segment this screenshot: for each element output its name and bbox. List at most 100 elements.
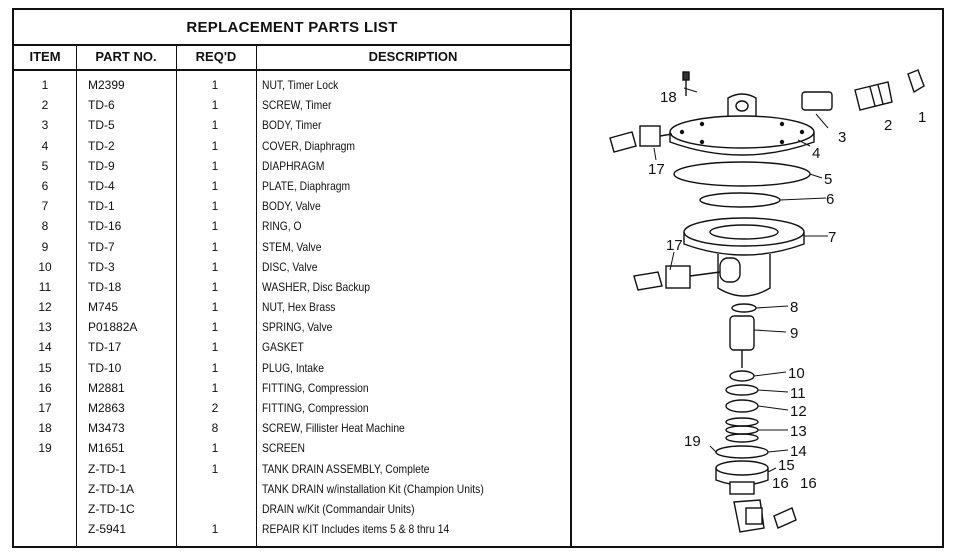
timer-screw-part <box>801 69 925 111</box>
part-no-cell: Z-TD-1A <box>88 481 134 496</box>
item-cell: 12 <box>38 300 52 315</box>
diagram-svg: 18 1 2 3 4 17 5 6 7 17 8 9 10 11 12 13 1… <box>609 69 926 533</box>
item-cell: 15 <box>38 360 52 375</box>
reqd-cell: 1 <box>211 279 219 294</box>
table-row: 8 TD-16 1 RING, O <box>14 217 570 237</box>
reqd-cell: 1 <box>211 138 219 153</box>
description-cell: SPRING, Valve <box>262 320 333 335</box>
description-cell: TANK DRAIN w/installation Kit (Champion … <box>262 481 484 496</box>
part-no-cell: Z-5941 <box>88 522 127 537</box>
part-no-cell: M1651 <box>88 441 125 456</box>
plate-part <box>699 192 781 208</box>
item-cell: 11 <box>38 279 52 294</box>
reqd-cell: 1 <box>211 178 219 193</box>
part-no-cell: TD-17 <box>88 340 122 355</box>
column-divider <box>76 44 77 546</box>
part-no-cell: Z-TD-1 <box>88 461 126 476</box>
parts-table: REPLACEMENT PARTS LIST ITEM PART NO. REQ… <box>14 10 572 546</box>
description-cell: TANK DRAIN ASSEMBLY, Complete <box>262 461 430 476</box>
description-cell: DISC, Valve <box>262 259 318 274</box>
part-no-cell: TD-16 <box>88 219 122 234</box>
hex-nut-part <box>725 399 759 413</box>
valve-body-part <box>683 217 805 297</box>
reqd-cell: 1 <box>211 219 219 234</box>
fitting-part <box>633 265 721 291</box>
item-cell: 4 <box>41 138 49 153</box>
part-no-cell: TD-5 <box>88 118 115 133</box>
o-ring-part <box>731 303 757 313</box>
part-no-cell: TD-2 <box>88 138 115 153</box>
part-no-cell: TD-9 <box>88 158 115 173</box>
reqd-cell: 8 <box>211 421 219 436</box>
valve-stem-part <box>729 315 755 368</box>
reqd-cell: 1 <box>211 360 219 375</box>
description-cell: BODY, Timer <box>262 118 322 133</box>
callout-9: 9 <box>790 325 798 342</box>
reqd-cell: 2 <box>211 401 219 415</box>
leader-lines <box>653 87 829 473</box>
description-cell: GASKET <box>262 340 304 355</box>
callout-19: 19 <box>684 433 701 450</box>
spring-part <box>725 417 759 443</box>
column-divider <box>176 44 177 546</box>
column-divider <box>256 44 257 546</box>
part-no-cell: M2399 <box>88 78 125 92</box>
table-row: 3 TD-5 1 BODY, Timer <box>14 116 570 136</box>
reqd-cell: 1 <box>211 320 219 335</box>
table-header: ITEM PART NO. REQ'D DESCRIPTION <box>14 44 570 71</box>
diaphragm-part <box>673 161 811 187</box>
item-cell: 8 <box>41 219 49 234</box>
description-cell: SCREEN <box>262 441 306 456</box>
compression-fitting-part <box>733 499 797 533</box>
callout-18: 18 <box>660 89 677 106</box>
callout-17: 17 <box>666 237 683 254</box>
item-cell: 18 <box>38 421 52 436</box>
reqd-cell: 1 <box>211 380 219 395</box>
description-cell: FITTING, Compression <box>262 380 369 395</box>
header-description: DESCRIPTION <box>368 49 458 64</box>
description-cell: REPAIR KIT Includes items 5 & 8 thru 14 <box>262 522 450 537</box>
table-row: Z-TD-1A TANK DRAIN w/installation Kit (Ch… <box>14 480 570 500</box>
item-cell: 19 <box>38 441 52 456</box>
item-cell: 7 <box>41 199 49 214</box>
reqd-cell: 1 <box>211 239 219 254</box>
description-cell: BODY, Valve <box>262 199 321 214</box>
item-cell: 16 <box>38 380 52 395</box>
description-cell: RING, O <box>262 219 302 234</box>
callout-11: 11 <box>790 385 806 402</box>
header-item: ITEM <box>29 49 61 64</box>
description-cell: DIAPHRAGM <box>262 158 325 173</box>
item-cell: 2 <box>41 98 49 113</box>
item-cell: 3 <box>41 118 49 133</box>
header-part-no: PART NO. <box>95 49 157 64</box>
part-no-cell: TD-1 <box>88 199 115 214</box>
callout-8: 8 <box>790 299 798 316</box>
reqd-cell: 1 <box>211 78 219 92</box>
callout-16: 16 <box>800 475 817 492</box>
description-cell: COVER, Diaphragm <box>262 138 355 153</box>
callout-7: 7 <box>828 229 836 246</box>
description-cell: PLUG, Intake <box>262 360 324 375</box>
description-cell: NUT, Hex Brass <box>262 300 336 315</box>
part-no-cell: TD-4 <box>88 178 115 193</box>
description-cell: WASHER, Disc Backup <box>262 279 371 294</box>
part-no-cell: P01882A <box>88 320 138 335</box>
exploded-diagram: 18 1 2 3 4 17 5 6 7 17 8 9 10 11 12 13 1… <box>570 10 942 546</box>
description-cell: SCREW, Timer <box>262 98 332 113</box>
reqd-cell: 1 <box>211 118 219 133</box>
diaphragm-cover-part <box>669 115 815 156</box>
part-no-cell: M2863 <box>88 401 125 415</box>
callout-10: 10 <box>788 365 805 382</box>
